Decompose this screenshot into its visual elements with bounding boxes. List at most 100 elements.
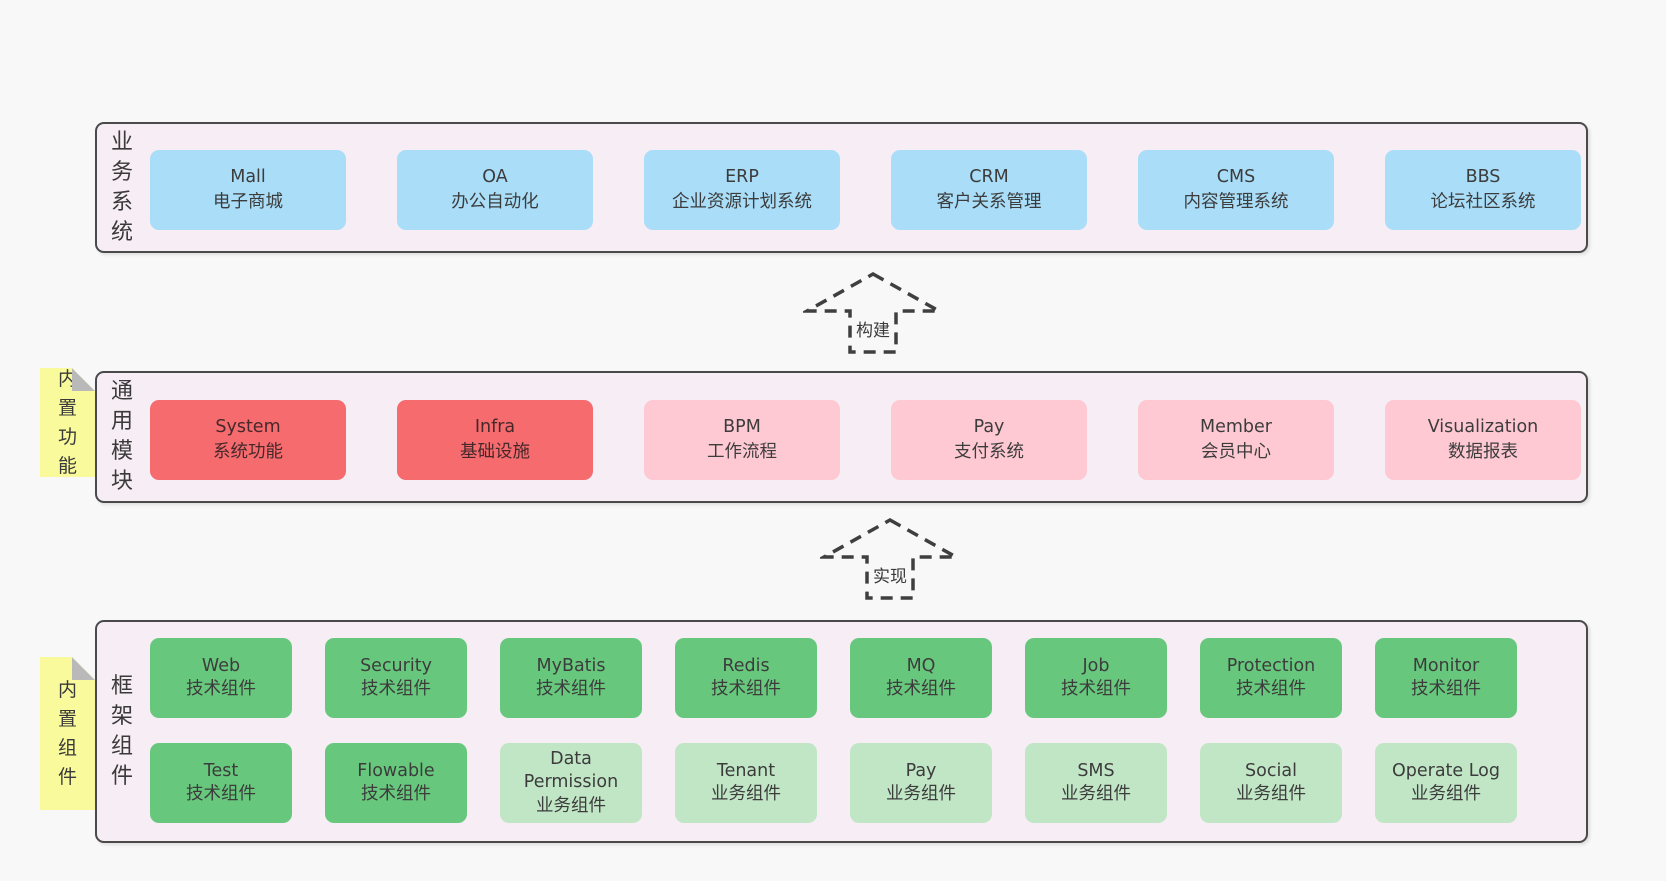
box-title: System [215, 417, 281, 438]
box-subtitle: 技术组件 [536, 679, 606, 699]
box-title: Pay [973, 417, 1005, 438]
box-title: BBS [1465, 167, 1501, 188]
box-title: Visualization [1427, 417, 1539, 438]
box-title: Data Permission [523, 749, 619, 793]
box-subtitle: 业务组件 [536, 795, 606, 816]
box-title: Test [203, 760, 239, 781]
note-fold-icon [72, 657, 95, 680]
box-title: BPM [723, 417, 761, 438]
box-title: Flowable [357, 760, 435, 781]
box-subtitle: 数据报表 [1448, 442, 1518, 462]
section-label-char: 模 [110, 439, 133, 464]
section-label-char: 业 [110, 129, 133, 155]
note-label-char: 能 [57, 454, 77, 477]
section-label: 业务系统 [97, 124, 147, 251]
box-subtitle: 业务组件 [711, 784, 781, 804]
box-title: OA [482, 167, 508, 188]
arrow-up-icon [803, 271, 943, 354]
box-mybatis: MyBatis 技术组件 [500, 638, 642, 718]
box-title: Security [360, 655, 432, 676]
box-title: Social [1245, 760, 1297, 781]
box-sms: SMS 业务组件 [1025, 743, 1167, 823]
box-pay-module: Pay 支付系统 [891, 400, 1087, 480]
box-subtitle: 内容管理系统 [1183, 192, 1289, 212]
box-subtitle: 业务组件 [886, 784, 956, 804]
box-title: MyBatis [536, 655, 606, 676]
box-subtitle: 技术组件 [186, 784, 256, 804]
box-title: Pay [905, 760, 937, 781]
box-flowable: Flowable 技术组件 [325, 743, 467, 823]
box-subtitle: 业务组件 [1061, 784, 1131, 804]
box-oa: OA 办公自动化 [397, 150, 593, 230]
box-bbs: BBS 论坛社区系统 [1385, 150, 1581, 230]
section-label-char: 框 [110, 673, 133, 699]
box-test: Test 技术组件 [150, 743, 292, 823]
box-member: Member 会员中心 [1138, 400, 1334, 480]
arrow-build: 构建 [803, 271, 943, 355]
box-title: Member [1200, 417, 1272, 438]
box-title: Job [1082, 655, 1110, 676]
box-subtitle: 技术组件 [361, 784, 431, 804]
box-subtitle: 技术组件 [361, 679, 431, 699]
box-web: Web 技术组件 [150, 638, 292, 718]
arrow-label: 构建 [854, 316, 892, 341]
box-title: Monitor [1412, 655, 1480, 676]
box-subtitle: 办公自动化 [451, 192, 539, 212]
box-subtitle: 业务组件 [1411, 784, 1481, 804]
box-crm: CRM 客户关系管理 [891, 150, 1087, 230]
box-subtitle: 基础设施 [460, 442, 530, 462]
box-subtitle: 系统功能 [213, 442, 283, 462]
section-label-char: 块 [110, 469, 133, 494]
note-built-in-components: 内置组件 [40, 657, 95, 810]
section-label-char: 系 [110, 189, 133, 215]
note-label-char: 件 [57, 765, 77, 788]
arrow-implement: 实现 [820, 517, 960, 601]
box-subtitle: 技术组件 [186, 679, 256, 699]
note-built-in-features: 内置功能 [40, 368, 95, 477]
box-subtitle: 技术组件 [886, 679, 956, 699]
note-label-char: 功 [57, 425, 77, 448]
box-social: Social 业务组件 [1200, 743, 1342, 823]
box-title: CRM [969, 167, 1009, 188]
section-label-char: 务 [110, 159, 133, 185]
box-job: Job 技术组件 [1025, 638, 1167, 718]
note-fold-icon [72, 368, 95, 391]
section-label: 通用模块 [97, 373, 147, 501]
box-subtitle: 业务组件 [1236, 784, 1306, 804]
box-subtitle: 论坛社区系统 [1430, 192, 1536, 212]
box-subtitle: 会员中心 [1201, 442, 1271, 462]
box-subtitle: 企业资源计划系统 [672, 192, 812, 212]
box-title: Mall [230, 167, 266, 188]
box-subtitle: 工作流程 [707, 442, 777, 462]
note-label-char: 组 [57, 736, 77, 759]
box-title: Web [201, 655, 241, 676]
section-label-char: 统 [110, 219, 133, 245]
section-label-char: 用 [110, 409, 133, 434]
box-bpm: BPM 工作流程 [644, 400, 840, 480]
note-label-char: 内 [57, 678, 77, 701]
box-title: Protection [1226, 655, 1316, 676]
box-subtitle: 支付系统 [954, 442, 1024, 462]
box-subtitle: 电子商城 [213, 192, 283, 212]
section-label-char: 组 [110, 733, 133, 759]
box-subtitle: 客户关系管理 [936, 192, 1042, 212]
box-title: SMS [1077, 760, 1115, 781]
note-label: 内置功能 [58, 365, 77, 481]
box-subtitle: 技术组件 [1061, 679, 1131, 699]
section-label-char: 通 [110, 379, 133, 404]
